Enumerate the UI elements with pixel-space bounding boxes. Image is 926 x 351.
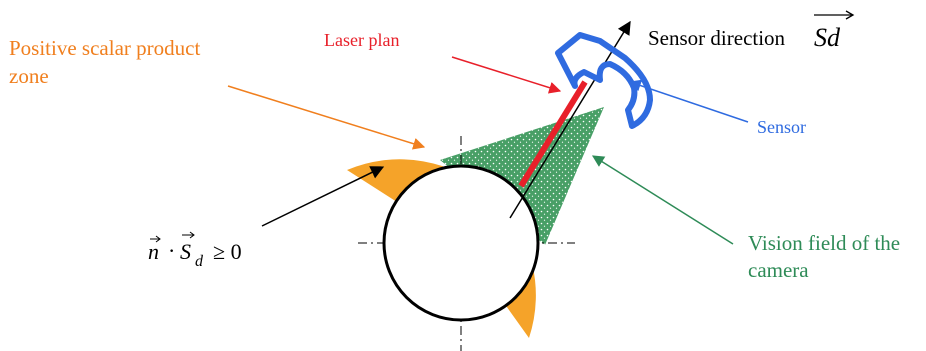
positive-zone-label-line1: Positive scalar product [9,36,200,60]
sd-overarrow-head [845,10,855,20]
equation-arrow [261,166,385,227]
equation-n-arrow [150,235,161,243]
sensor-head-outline [555,32,653,129]
vision-field-label-line2: camera [748,258,809,282]
laser-plane-line [518,80,588,188]
equation-n: n [148,239,159,264]
sensor-direction-vector [509,20,631,219]
laser-arrow [451,56,562,94]
positive-zone-arrow [227,85,426,150]
vision-field-arrow [591,155,734,245]
sd-vector-label: Sd [814,23,841,52]
sensor-direction-label: Sensor direction [648,26,786,50]
equation-relation: ≥ 0 [213,239,242,264]
positive-zone-label-line2: zone [9,64,49,88]
sensor-arrow [628,79,749,123]
equation-dot: · [168,238,175,263]
vision-field-label-line1: Vision field of the [748,231,900,255]
laser-plan-label: Laser plan [324,30,399,50]
sensor-label: Sensor [757,117,806,137]
pipe-circle [382,164,540,322]
equation-S-arrow [182,231,195,239]
vision-field-triangle [440,107,604,245]
equation-subscript-d: d [195,253,204,270]
equation-S: S [180,239,191,264]
